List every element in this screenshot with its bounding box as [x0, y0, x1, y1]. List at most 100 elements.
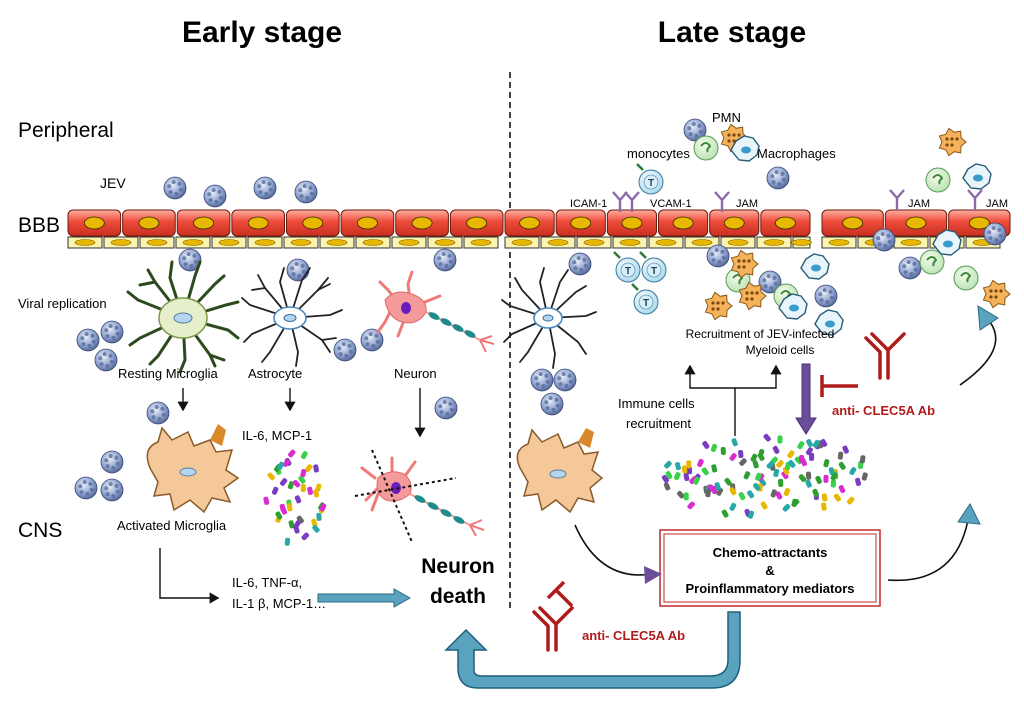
- inhibit-symbol-upper: [820, 375, 858, 397]
- macrophage-icon: [962, 163, 992, 190]
- label-monocytes: monocytes: [627, 146, 690, 161]
- cytokine-cluster-early: [263, 449, 327, 546]
- t-cell-label: T: [648, 178, 654, 189]
- endothelial-nucleus: [968, 216, 990, 230]
- endothelial-nucleus: [672, 216, 694, 230]
- cytokine-mark: [311, 518, 318, 527]
- cytokine-mark: [319, 503, 327, 512]
- cytokine-mark: [300, 484, 306, 493]
- cytokine-mark: [781, 471, 789, 480]
- virus-icon: [94, 348, 118, 372]
- label-antibody-upper: anti- CLEC5A Ab: [832, 403, 935, 418]
- cytokine-mark: [686, 460, 692, 469]
- return-to-neuron-death-arrow: [444, 611, 741, 689]
- monocyte-icon: [925, 167, 951, 193]
- pmn-icon: [738, 281, 767, 311]
- dying-neuron-icon: [354, 449, 485, 543]
- virus-icon: [360, 328, 384, 352]
- basement-nucleus: [900, 239, 922, 246]
- endothelial-nucleus: [247, 216, 269, 230]
- antibody-icon-lower: [532, 606, 574, 652]
- cytokine-mark: [837, 451, 844, 460]
- basement-nucleus: [583, 239, 605, 246]
- label-cns: CNS: [18, 519, 62, 542]
- label-antibody-lower: anti- CLEC5A Ab: [582, 628, 685, 643]
- monocyte-icon: [953, 265, 979, 291]
- endothelial-nucleus: [302, 216, 324, 230]
- label-recruitment-2: Myeloid cells: [746, 343, 815, 357]
- cytokine-mark: [787, 450, 795, 459]
- cytokine-mark: [288, 449, 296, 458]
- basement-nucleus: [398, 239, 420, 246]
- label-box-1: Chemo-attractants: [713, 545, 828, 560]
- cytokine-mark: [775, 491, 783, 500]
- macrophage-icon: [778, 293, 808, 320]
- cytokine-mark: [766, 461, 775, 469]
- t-cell-label: T: [625, 266, 631, 277]
- box-to-bbb-arrowhead: [957, 503, 981, 525]
- cytokine-mark: [313, 489, 320, 498]
- cytokine-mark: [738, 449, 744, 459]
- cytokine-mark: [838, 485, 846, 494]
- neuron-icon: [376, 270, 495, 353]
- cytokine-mark: [720, 446, 726, 456]
- cytokine-mark: [705, 489, 712, 498]
- cytokine-mark: [664, 460, 672, 469]
- label-neuron-death-2: death: [430, 585, 486, 608]
- cytokine-mark: [823, 459, 830, 468]
- virus-icon: [146, 401, 170, 425]
- monocyte-icon: [919, 249, 945, 275]
- cytokine-mark: [663, 482, 671, 491]
- basement-nucleus: [470, 239, 492, 246]
- virus-icon: [286, 258, 310, 282]
- label-jam-2: JAM: [908, 198, 930, 210]
- cytokine-mark: [753, 483, 761, 491]
- virus-icon: [100, 450, 124, 474]
- cytokine-mark: [788, 460, 796, 468]
- cytokine-mark: [271, 486, 279, 495]
- endothelial-nucleus: [842, 216, 864, 230]
- cytokine-mark: [797, 441, 805, 450]
- cytokine-mark: [279, 478, 288, 486]
- cytokine-mark: [697, 458, 704, 468]
- basement-nucleus: [511, 239, 533, 246]
- cytokine-mark: [710, 443, 718, 452]
- cytokine-mark: [752, 460, 759, 469]
- cytokine-mark: [763, 433, 771, 442]
- late-activated-microglia-icon: [516, 428, 604, 514]
- macrophage-icon: [800, 253, 830, 280]
- cytokine-mark: [739, 458, 747, 466]
- cytokine-mark: [701, 467, 709, 476]
- label-viral-replication: Viral replication: [18, 296, 107, 311]
- activated-microglia-icon: [146, 424, 240, 514]
- basement-nucleus: [434, 239, 456, 246]
- pmn-icon: [704, 291, 733, 321]
- cytokine-mark: [859, 455, 866, 464]
- cytokine-mark: [776, 460, 784, 468]
- endothelial-nucleus: [83, 216, 105, 230]
- virus-icon: [814, 284, 838, 308]
- t-cell-label: T: [643, 298, 649, 309]
- antibody-icon-upper: [864, 332, 906, 380]
- cytokine-mark: [284, 537, 291, 546]
- cytokine-mark: [830, 472, 838, 481]
- mediators-box-inner: [663, 533, 877, 603]
- virus-icon: [983, 222, 1007, 246]
- basement-nucleus: [828, 239, 850, 246]
- cytokine-mark: [760, 501, 768, 510]
- cytokine-mark: [693, 476, 700, 485]
- basement-nucleus: [791, 239, 812, 246]
- cytokine-mark: [287, 481, 295, 490]
- cytokine-mark: [300, 451, 308, 460]
- cytokine-mark: [791, 499, 800, 507]
- virus-icon: [433, 248, 457, 272]
- cytokine-mark: [267, 472, 275, 481]
- microglia-to-box-arrowhead: [644, 566, 662, 584]
- basement-nucleus: [146, 239, 168, 246]
- cytokine-mark: [292, 479, 301, 488]
- label-neuron-death-1: Neuron: [421, 555, 495, 578]
- pmn-icon: [982, 279, 1011, 309]
- cytokine-mark: [743, 471, 751, 480]
- cytokine-mark: [805, 447, 813, 456]
- cytokine-mark: [687, 501, 695, 510]
